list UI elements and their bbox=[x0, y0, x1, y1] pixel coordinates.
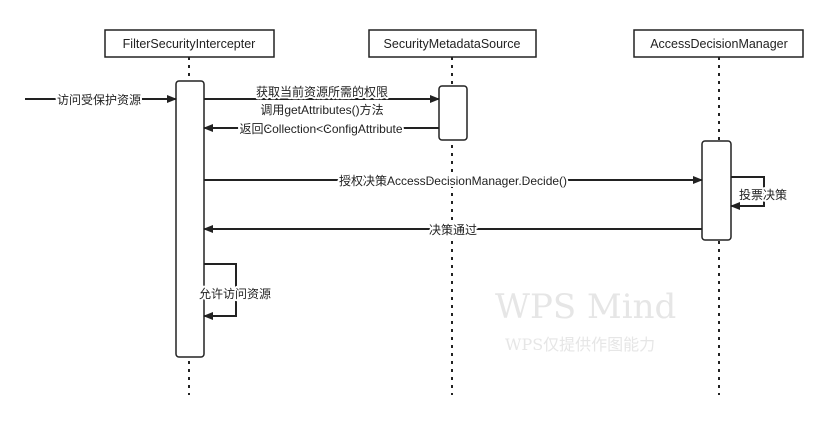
message-label: 访问受保护资源 bbox=[57, 93, 141, 107]
participant-metadata: SecurityMetadataSource bbox=[368, 29, 537, 58]
participant-filter: FilterSecurityIntercepter bbox=[104, 29, 275, 58]
arrow-self-allow bbox=[203, 263, 237, 320]
activation-filter bbox=[175, 80, 205, 358]
message-label: 授权决策AccessDecisionManager.Decide() bbox=[339, 173, 567, 188]
participant-label: AccessDecisionManager bbox=[650, 37, 788, 51]
activation-metadata bbox=[438, 85, 468, 141]
participant-label: SecurityMetadataSource bbox=[384, 37, 521, 51]
activation-decision bbox=[701, 140, 732, 241]
watermark-line1: WPS Mind bbox=[495, 287, 676, 327]
watermark: WPS Mind WPS仅提供作图能力 bbox=[495, 287, 676, 354]
watermark-line2: WPS仅提供作图能力 bbox=[505, 335, 655, 354]
participant-label: FilterSecurityIntercepter bbox=[123, 37, 256, 51]
participant-decision: AccessDecisionManager bbox=[633, 29, 804, 58]
message-label: 允许访问资源 bbox=[199, 286, 271, 301]
message-label: 调用getAttributes()方法 bbox=[260, 102, 383, 117]
message-label: 获取当前资源所需的权限 bbox=[256, 84, 388, 99]
message-label: 投票决策 bbox=[739, 187, 787, 202]
message-label: 返回Collection<ConfigAttribute bbox=[239, 122, 402, 136]
arrow-self-vote bbox=[730, 176, 765, 210]
message-label: 决策通过 bbox=[429, 223, 477, 237]
